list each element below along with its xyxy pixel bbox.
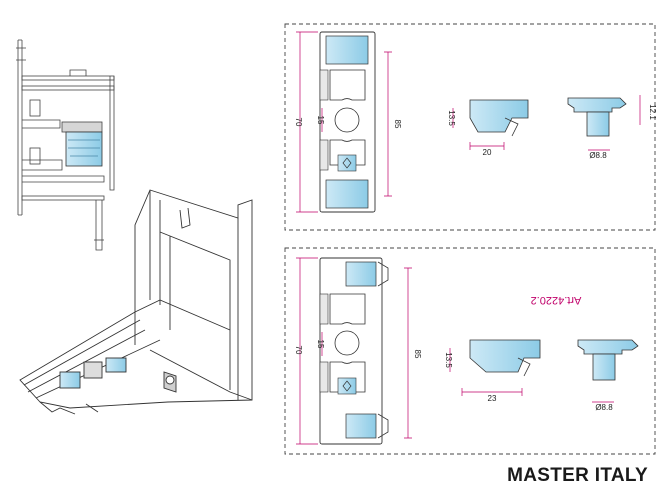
dim-pin-diameter: Ø8.8 (589, 151, 607, 160)
dim-length: 85 (393, 120, 402, 129)
panel-bottom-content: Art.4220.2 70 85 15 13.5 23 Ø8.8 (294, 257, 639, 445)
article-label: Art.4220.2 (531, 294, 582, 306)
panel-bottom-border (284, 247, 656, 455)
dim-gap: 15 (316, 116, 325, 125)
profile-section-drawing (16, 39, 115, 251)
dim-length-2: 85 (413, 350, 422, 359)
dim-gap-2: 15 (316, 340, 325, 349)
dim-side-width-2: 23 (488, 394, 497, 403)
isometric-corner-drawing (19, 189, 253, 415)
panel-top-border (284, 23, 656, 231)
dim-side-height-2: 13.5 (444, 352, 453, 368)
dim-side-height: 13.5 (447, 110, 456, 126)
dim-pin-diameter-2: Ø8.8 (595, 403, 613, 412)
dim-side-width: 20 (483, 148, 492, 157)
panel-top-content: 70 85 15 13.5 20 12.1 Ø8.8 (294, 31, 657, 213)
brand-logo: MASTER ITALY (507, 465, 648, 486)
dim-pin-height: 12.1 (648, 104, 657, 120)
dim-height-2: 70 (294, 346, 303, 355)
dim-height: 70 (294, 118, 303, 127)
